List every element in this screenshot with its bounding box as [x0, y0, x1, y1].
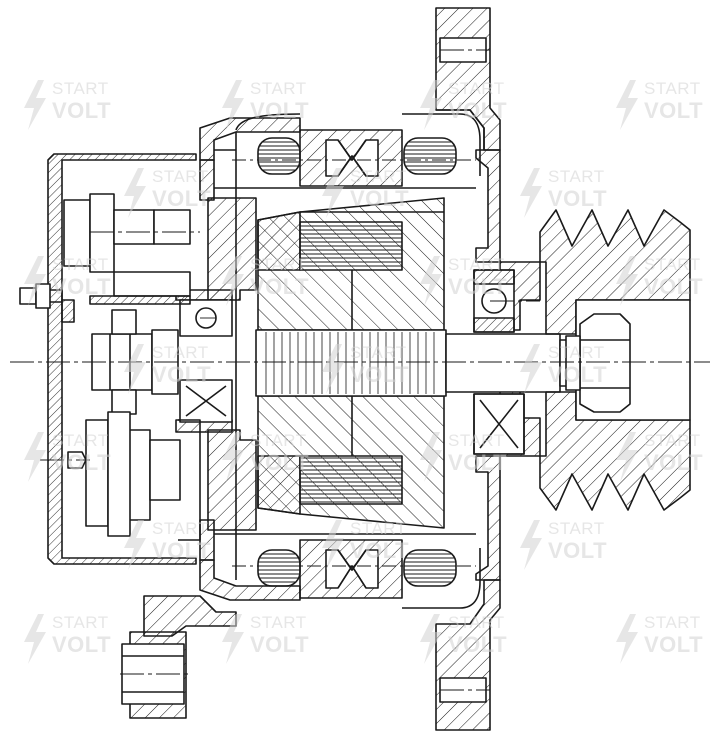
rotor-claw-pole-bottom [257, 395, 445, 529]
drive-end-top-lug [435, 7, 501, 151]
drive-end-bottom-lug [435, 579, 501, 731]
rectifier-plate [67, 411, 201, 541]
brush-holder [63, 193, 191, 305]
stator-core-bottom [299, 539, 403, 599]
rear-cover [47, 153, 197, 565]
stator-winding-bottom [257, 548, 481, 609]
terminal-bolt [19, 283, 75, 323]
stator-ring [214, 132, 476, 580]
slip-ring-end-bottom-lug [121, 595, 237, 719]
drive-end-bearing-bottom [473, 393, 525, 455]
slip-ring-end-bearing [179, 299, 233, 423]
drive-end-bearing-top [473, 269, 515, 333]
rotor-claw-pole-top [257, 197, 445, 331]
stator-core-top [299, 129, 403, 187]
stator-winding-top [235, 113, 481, 176]
pulley-nut [565, 313, 631, 413]
rotor-shaft [255, 329, 581, 397]
